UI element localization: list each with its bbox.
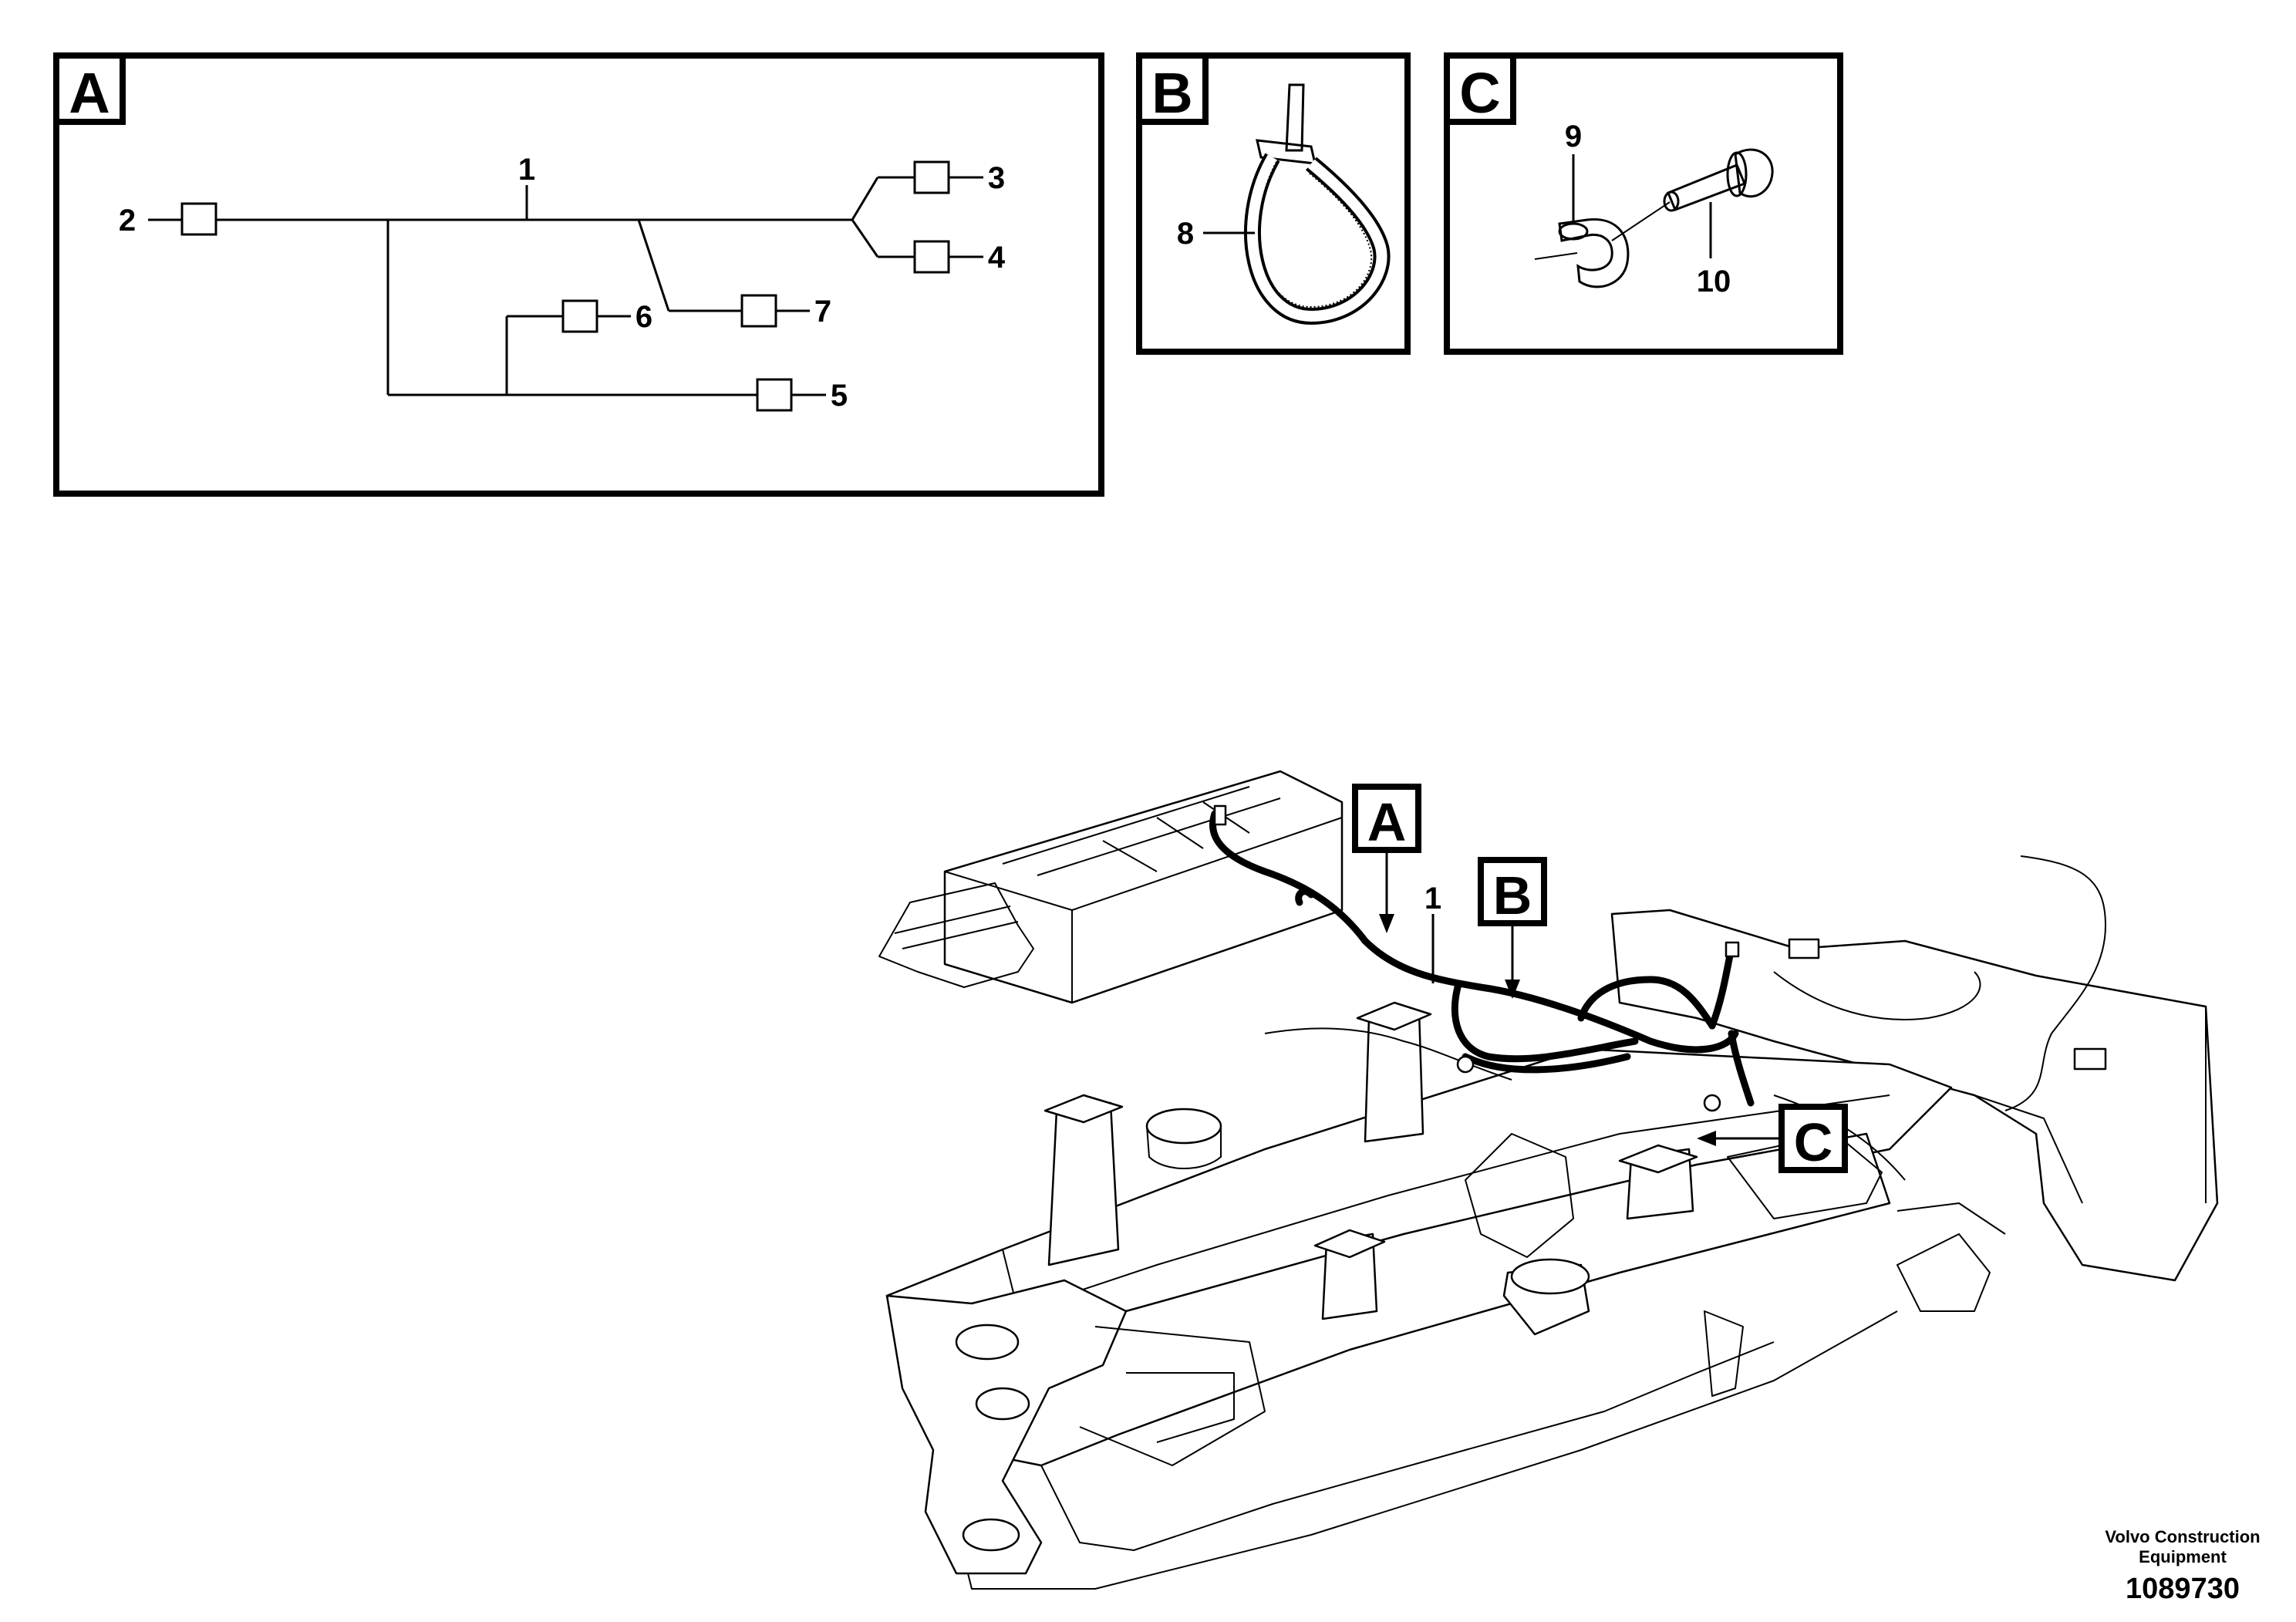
detail-c-panel: C 9 10: [1444, 52, 1843, 355]
callout-3: 3: [988, 161, 1005, 195]
connector-4: [913, 240, 950, 274]
main-view-tags: A B C 1: [1352, 784, 1848, 1173]
detail-c-tag: C: [1459, 61, 1500, 125]
detail-a-tag: A: [69, 61, 110, 125]
cable-tie-icon: [1244, 83, 1391, 325]
callout-9: 9: [1565, 120, 1582, 153]
main-callout-1: 1: [1424, 882, 1441, 916]
flange-screw-icon: [1663, 148, 1774, 212]
detail-a-tag-box: [53, 52, 126, 125]
main-tag-a: A: [1367, 792, 1407, 852]
detail-c-tag-box: [1444, 52, 1516, 125]
callout-2: 2: [119, 204, 136, 238]
harness-schematic: 1 2 3 4 5 6 7: [119, 153, 1006, 413]
callout-5: 5: [831, 379, 848, 413]
main-tag-c: C: [1794, 1112, 1833, 1172]
callout-7: 7: [814, 295, 831, 329]
detail-a-panel: A: [53, 52, 1104, 497]
main-tag-a-box: [1352, 784, 1421, 853]
connector-6: [561, 299, 598, 333]
main-tag-b: B: [1493, 865, 1532, 926]
callout-8: 8: [1177, 217, 1194, 251]
detail-b-panel: B 8: [1136, 52, 1411, 355]
callout-6: 6: [636, 300, 652, 334]
connector-5: [756, 378, 793, 412]
brand-line-1: Volvo Construction: [2105, 1527, 2261, 1546]
callout-4: 4: [988, 241, 1006, 275]
detail-b-tag: B: [1151, 61, 1192, 125]
drawing-number: 1089730: [2126, 1573, 2240, 1605]
detail-b-tag-box: [1136, 52, 1209, 125]
main-tag-b-box: [1478, 857, 1547, 926]
callout-10: 10: [1697, 265, 1731, 298]
detail-a-frame: [53, 52, 1104, 497]
callout-1: 1: [518, 153, 535, 187]
connector-2: [180, 202, 217, 236]
machine-frame-view: [878, 770, 2219, 1590]
brand-line-2: Equipment: [2139, 1547, 2227, 1566]
connector-3: [913, 160, 950, 194]
wiring-harness: [1209, 804, 1755, 1107]
connector-7: [740, 294, 777, 328]
